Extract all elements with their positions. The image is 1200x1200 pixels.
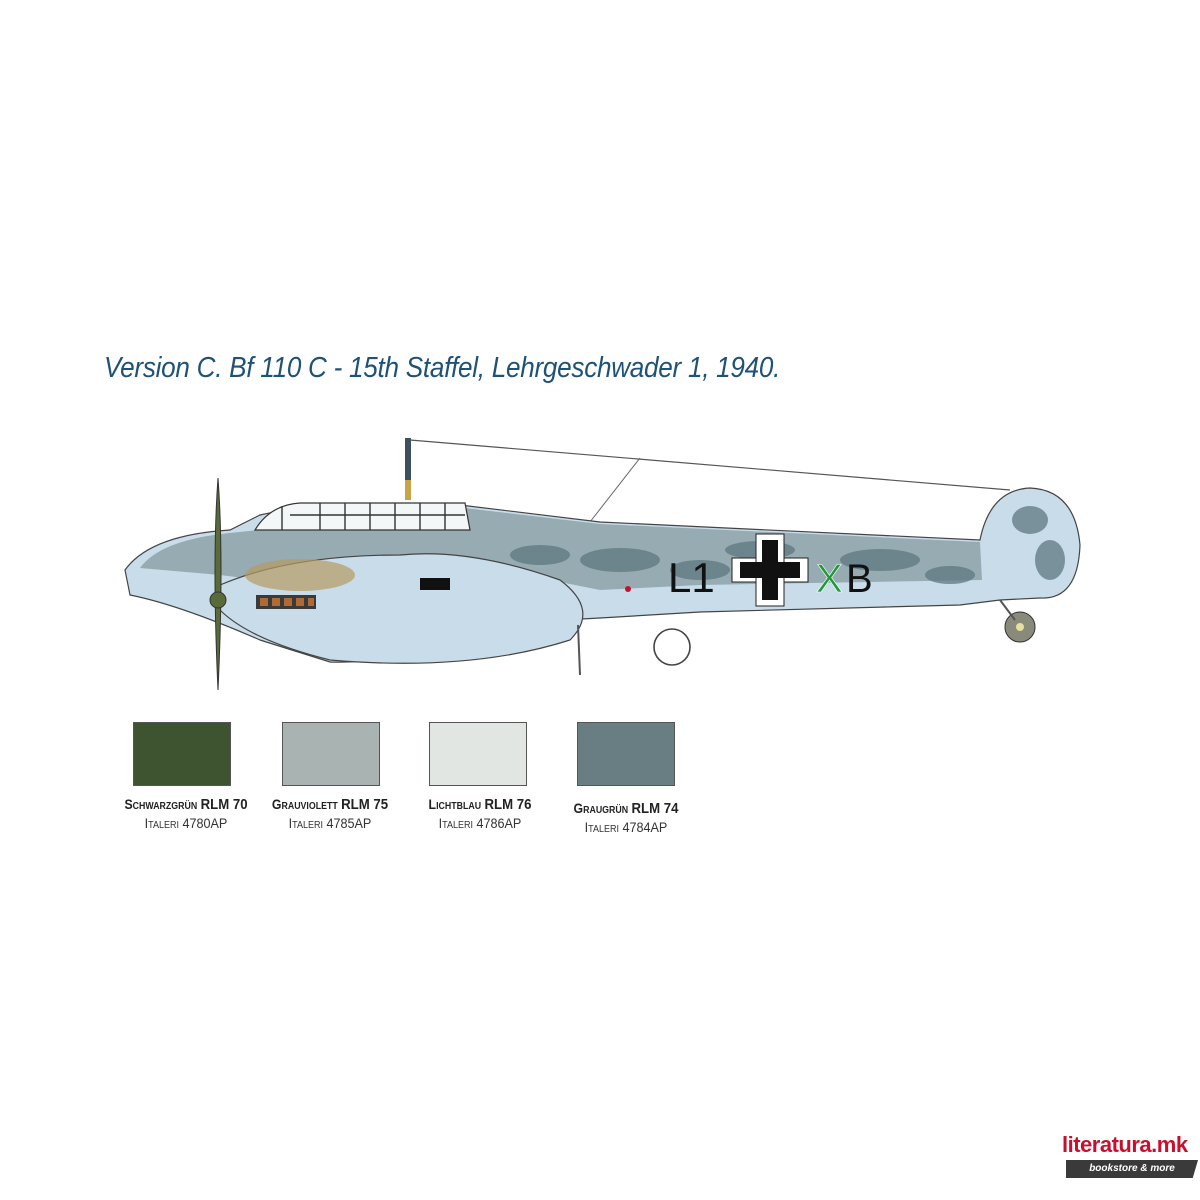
swatch-label-rlm75: Grauviolett RLM 75 Italeri 4785AP	[271, 796, 389, 831]
swatch-rlm75	[282, 722, 380, 786]
logo-tagline: bookstore & more	[1066, 1160, 1198, 1178]
swatch-label-rlm70: Schwarzgrün RLM 70 Italeri 4780AP	[124, 796, 248, 831]
profile-title: Version C. Bf 110 C - 15th Staffel, Lehr…	[104, 352, 781, 384]
svg-text:B: B	[846, 557, 873, 601]
literatura-logo[interactable]: literatura.mk bookstore & more	[1062, 1132, 1198, 1178]
svg-text:L1: L1	[668, 554, 715, 601]
svg-text:X: X	[816, 557, 843, 601]
logo-text: literatura.mk	[1062, 1132, 1188, 1157]
swatch-rlm70	[133, 722, 231, 786]
swatch-label-rlm74: Graugrün RLM 74 Italeri 4784AP	[573, 800, 679, 835]
balkenkreuz	[731, 533, 809, 607]
swatch-rlm74	[577, 722, 675, 786]
aircraft-profile-illustration: L1 X B	[124, 438, 1081, 691]
swatch-rlm76	[429, 722, 527, 786]
swatch-label-rlm76: Lichtblau RLM 76 Italeri 4786AP	[428, 796, 532, 831]
